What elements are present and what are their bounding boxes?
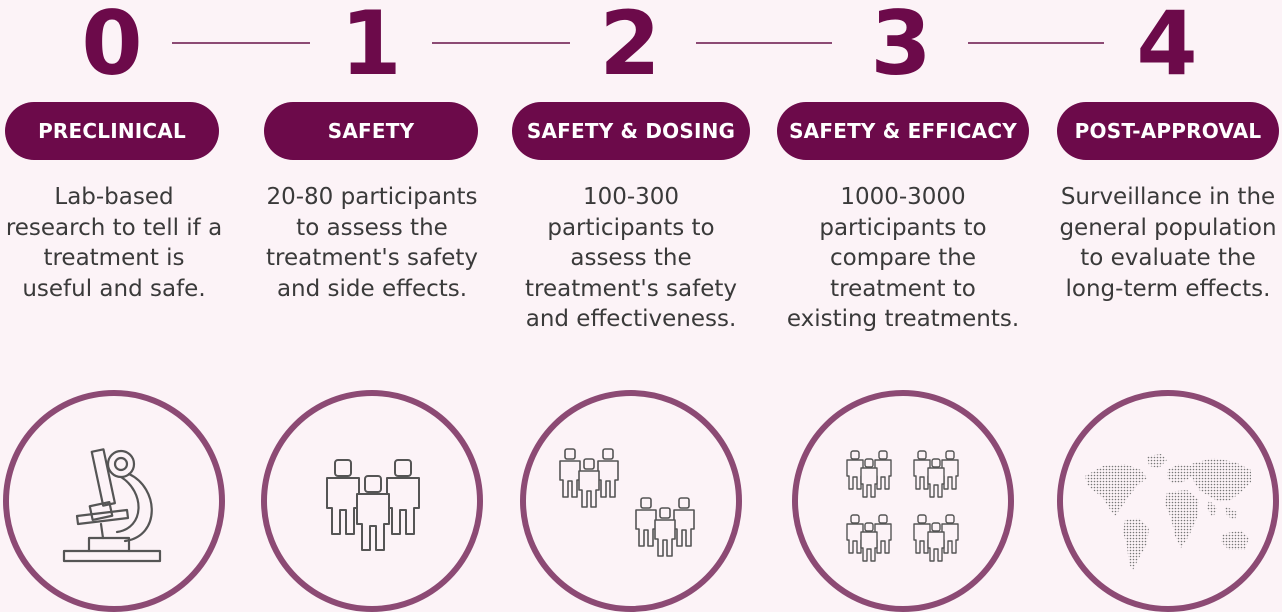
description-line: treatment's safety [266, 245, 478, 271]
description-line: Surveillance in the [1060, 184, 1276, 210]
connector-line [432, 42, 570, 44]
step-3-number: 3 [870, 0, 932, 95]
connector-line [172, 42, 310, 44]
step-2-label: SAFETY & DOSING [512, 102, 750, 160]
description-line: compare the [830, 245, 976, 271]
two-groups-icon [559, 448, 695, 557]
description-line: and side effects. [276, 275, 468, 302]
description-line: and effectiveness. [525, 306, 737, 332]
step-1-number: 1 [340, 0, 402, 95]
step-1-label: SAFETY [264, 102, 478, 160]
description-line: treatment's safety [525, 275, 737, 302]
connector-line [968, 42, 1104, 44]
description-line: existing treatments. [786, 306, 1020, 332]
step-4-number: 4 [1136, 0, 1198, 95]
description-line: to evaluate the [1080, 245, 1256, 271]
description-line: 20-80 participants [266, 184, 478, 210]
description-line: Lab-based [54, 184, 174, 210]
description-line: assess the [570, 245, 692, 271]
description-line: 1000-3000 [840, 184, 966, 210]
step-2-description: 100-300 participants to assess the treat… [511, 182, 751, 335]
description-line: treatment to [830, 275, 976, 302]
step-3-description: 1000-3000 participants to compare the tr… [783, 182, 1023, 335]
step-1-icon-circle [261, 390, 483, 612]
step-4-description: Surveillance in the general population t… [1048, 182, 1282, 304]
step-1-description: 20-80 participants to assess the treatme… [252, 182, 492, 304]
world-map-icon [1085, 454, 1251, 570]
step-3-icon-circle [792, 390, 1014, 612]
description-line: 100-300 [582, 184, 680, 210]
connector-line [696, 42, 832, 44]
description-line: research to tell if a [5, 214, 223, 241]
description-line: long-term effects. [1065, 275, 1271, 302]
step-0-description: Lab-based research to tell if a treatmen… [0, 182, 234, 304]
step-3-label: SAFETY & EFFICACY [777, 102, 1029, 160]
step-2-icon-circle [520, 390, 742, 612]
description-line: participants to [547, 214, 715, 241]
description-line: treatment is [43, 245, 185, 271]
four-groups-icon [798, 396, 1008, 606]
step-0-number: 0 [81, 0, 143, 95]
step-0-icon-circle [3, 390, 225, 612]
step-4-icon-circle [1057, 390, 1279, 612]
step-2-number: 2 [599, 0, 661, 95]
description-line: participants to [819, 214, 987, 241]
step-4-label: POST-APPROVAL [1057, 102, 1279, 160]
description-line: useful and safe. [22, 275, 206, 302]
small-group-icon [326, 459, 420, 551]
microscope-icon [62, 448, 162, 563]
step-0-label: PRECLINICAL [5, 102, 219, 160]
description-line: to assess the [296, 214, 448, 241]
description-line: general population [1059, 214, 1277, 241]
